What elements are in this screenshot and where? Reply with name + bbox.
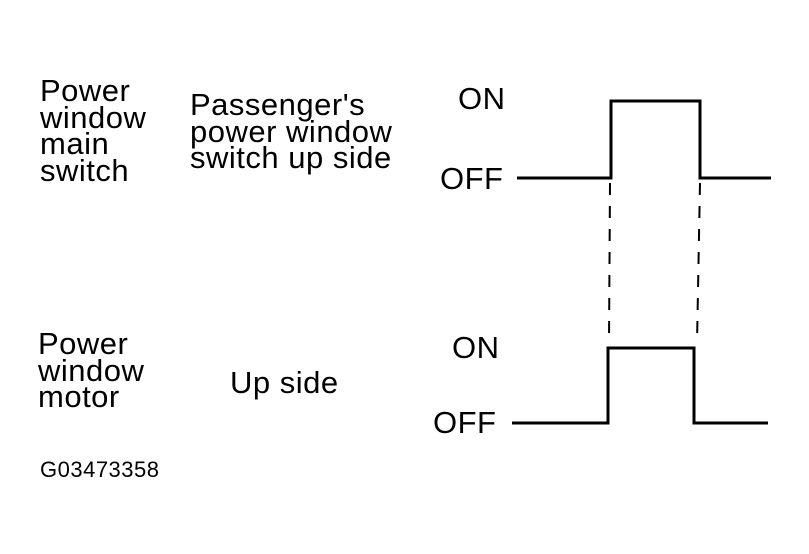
motor-off-label: OFF — [433, 405, 497, 440]
main-switch-component-line: Power — [40, 73, 131, 108]
main-switch-signal-line: Passenger's — [190, 87, 366, 122]
main-switch-component-line: main — [40, 126, 110, 162]
motor-on-label: ON — [452, 330, 500, 365]
main-switch-signal-line: power window — [190, 113, 393, 149]
main-switch-component-label: Power window main switch — [40, 73, 147, 188]
switch-off-edge-dashed-line — [696, 182, 701, 344]
main-switch-on-label: ON — [458, 81, 506, 116]
main-switch-off-label: OFF — [440, 161, 504, 196]
motor-signal-label: Up side — [230, 365, 339, 400]
motor-component-line: Power — [38, 326, 129, 361]
motor-waveform — [512, 346, 768, 425]
motor-component-line: motor — [38, 379, 120, 415]
main-switch-component-line: window — [40, 99, 147, 135]
figure-code: G03473358 — [40, 457, 160, 482]
main-switch-signal-label: Passenger's power window switch up side — [190, 87, 393, 176]
main-switch-signal-line: switch up side — [190, 140, 392, 176]
motor-component-line: window — [38, 352, 145, 388]
switch-on-edge-dashed-line — [608, 182, 611, 344]
motor-component-label: Power window motor — [38, 326, 145, 415]
main-switch-component-line: switch — [40, 152, 130, 188]
main-switch-waveform — [517, 99, 771, 180]
